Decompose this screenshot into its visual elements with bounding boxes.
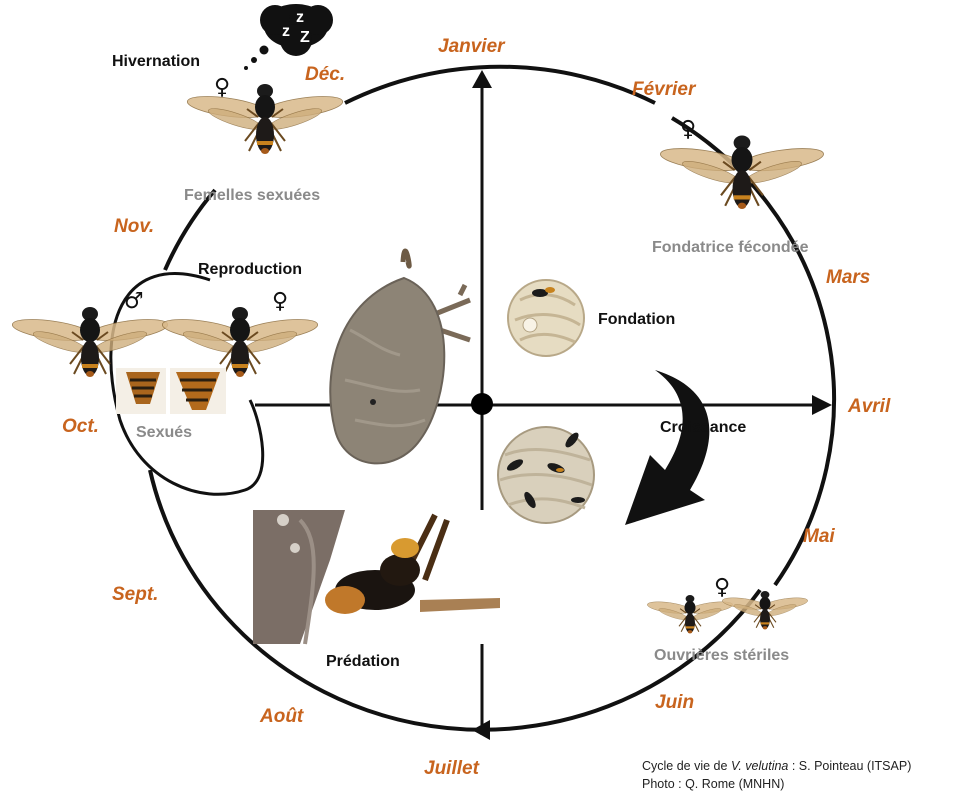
foundation-nest-photo bbox=[507, 279, 585, 357]
month-december: Déc. bbox=[305, 64, 345, 85]
month-february: Février bbox=[632, 79, 697, 100]
hornet-worker-1-icon bbox=[646, 594, 734, 635]
ring-segment-left bbox=[163, 188, 217, 271]
predation-photo bbox=[253, 510, 500, 645]
female-symbol-workers: ♀ bbox=[714, 575, 730, 600]
hornet-male-icon bbox=[10, 306, 170, 378]
female-symbol-founder: ♀ bbox=[680, 117, 696, 142]
female-symbol-hibernation: ♀ bbox=[214, 75, 230, 100]
credits-species: V. velutina bbox=[730, 759, 789, 773]
label-workers: Ouvrières stériles bbox=[654, 647, 789, 664]
sleep-bubble-icon: z z Z bbox=[244, 4, 333, 70]
label-sexed-females: Femelles sexuées bbox=[184, 187, 320, 204]
growth-arrow-icon bbox=[625, 370, 710, 525]
label-sexed: Sexués bbox=[136, 424, 192, 441]
credits-prefix: Cycle de vie de bbox=[642, 759, 731, 773]
hornet-female-reproduction-icon bbox=[160, 306, 320, 378]
month-august: Août bbox=[259, 706, 304, 727]
credits-author: : S. Pointeau (ITSAP) bbox=[788, 759, 912, 773]
month-september: Sept. bbox=[112, 584, 158, 605]
arrow-april bbox=[812, 395, 832, 415]
label-reproduction: Reproduction bbox=[198, 261, 302, 278]
month-january: Janvier bbox=[438, 36, 506, 57]
month-april: Avril bbox=[847, 396, 891, 417]
label-foundation: Fondation bbox=[598, 311, 675, 328]
arrow-january bbox=[472, 70, 492, 88]
zzz-1: z bbox=[282, 23, 290, 40]
hornet-hibernating-female-icon bbox=[185, 83, 345, 155]
male-symbol: ♂ bbox=[124, 289, 144, 314]
zzz-2: z bbox=[296, 9, 304, 26]
credits: Cycle de vie de V. velutina : S. Pointea… bbox=[642, 757, 972, 793]
month-may: Mai bbox=[803, 526, 835, 547]
ring-segment-bottom bbox=[148, 469, 762, 732]
center-dot bbox=[471, 393, 493, 415]
label-founder: Fondatrice fécondée bbox=[652, 239, 809, 256]
female-symbol-reproduction: ♀ bbox=[272, 289, 288, 314]
credits-line-2: Photo : Q. Rome (MNHN) bbox=[642, 777, 785, 791]
secondary-nest-photo bbox=[329, 248, 471, 465]
credits-line-1: Cycle de vie de V. velutina : S. Pointea… bbox=[642, 757, 972, 775]
zzz-3: Z bbox=[300, 29, 310, 46]
label-predation: Prédation bbox=[326, 653, 400, 670]
label-hibernation: Hivernation bbox=[112, 53, 200, 70]
hornet-founder-female-icon bbox=[658, 134, 826, 210]
growing-nest-photo bbox=[497, 426, 595, 524]
ring-segment-top bbox=[344, 64, 656, 105]
month-june: Juin bbox=[655, 692, 694, 713]
ring-segment-right bbox=[670, 116, 836, 587]
reproduction-loop bbox=[109, 272, 265, 496]
label-growth: Croissance bbox=[660, 419, 746, 436]
arrow-july bbox=[472, 720, 490, 740]
month-november: Nov. bbox=[114, 216, 154, 237]
month-july: Juillet bbox=[424, 758, 480, 779]
month-march: Mars bbox=[826, 267, 870, 288]
month-october: Oct. bbox=[62, 416, 99, 437]
abdomen-photos bbox=[116, 368, 226, 414]
